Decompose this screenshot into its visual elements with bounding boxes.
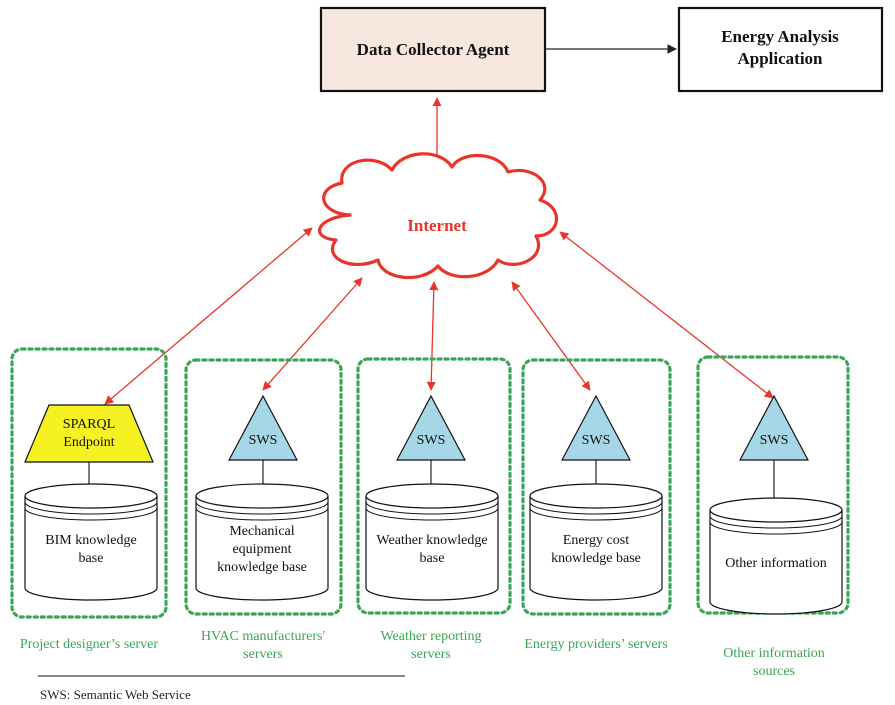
- group-label-weather-reporting: servers: [411, 647, 451, 662]
- sws-label: SWS: [760, 433, 789, 448]
- sws-triangle-icon: [561, 394, 631, 461]
- internet-other-connector: [559, 231, 774, 399]
- database-icon: [365, 483, 499, 509]
- data-collector-agent-label: Data Collector Agent: [357, 40, 510, 59]
- cylinder-rim: [529, 501, 663, 515]
- sws-label: SWS: [249, 433, 278, 448]
- cylinder-rim: [709, 515, 843, 529]
- knowledge-base-label: Mechanical: [229, 524, 294, 539]
- sws-label: SWS: [417, 433, 446, 448]
- knowledge-base-label: Other information: [725, 556, 826, 571]
- knowledge-base-label: Weather knowledge: [376, 533, 487, 548]
- group-label-other-information: sources: [753, 664, 795, 679]
- knowledge-base-cylinder-body: [24, 496, 158, 601]
- energy-analysis-application-label-line1: Energy Analysis: [721, 27, 839, 46]
- energy-analysis-application-label-line2: Application: [737, 49, 823, 68]
- internet-cloud: Internet: [318, 152, 559, 280]
- group-border-energy-providers: [521, 358, 672, 616]
- cylinder-rim: [365, 501, 499, 515]
- knowledge-base-cylinder-body: [709, 510, 843, 615]
- cylinder-rim: [709, 521, 843, 535]
- group-label-other-information: Other information: [723, 646, 824, 661]
- database-icon: [529, 483, 663, 509]
- knowledge-base-label: Energy cost: [563, 533, 629, 548]
- group-label-hvac-manufacturers: HVAC manufacturers': [201, 629, 325, 644]
- cylinder-rim: [24, 507, 158, 521]
- sparql-endpoint-label: Endpoint: [63, 435, 114, 450]
- knowledge-base-label: knowledge base: [217, 560, 307, 575]
- group-border-project-designer: [10, 347, 168, 619]
- internet-sparql-connector: [104, 227, 313, 405]
- knowledge-base-cylinder-body: [365, 496, 499, 601]
- database-icon: [709, 497, 843, 523]
- knowledge-base-label: base: [79, 551, 104, 566]
- sparql-endpoint-shape: [24, 404, 154, 463]
- knowledge-base-label: knowledge base: [551, 551, 641, 566]
- knowledge-base-cylinder-body: [195, 496, 329, 601]
- knowledge-base-cylinder-body: [529, 496, 663, 601]
- group-label-weather-reporting: Weather reporting: [380, 629, 481, 644]
- sparql-endpoint-label: SPARQL: [63, 417, 115, 432]
- knowledge-base-label: BIM knowledge: [45, 533, 136, 548]
- group-label-hvac-manufacturers: servers: [243, 647, 283, 662]
- group-border-weather-reporting: [356, 357, 512, 615]
- cylinder-rim: [195, 507, 329, 521]
- group-label-project-designer: Project designer’s server: [20, 637, 158, 652]
- sws-triangle-icon: [228, 394, 298, 461]
- internet-label: Internet: [407, 216, 467, 235]
- energy-analysis-application-rect: [677, 6, 884, 93]
- sws-label: SWS: [582, 433, 611, 448]
- cloud-icon: [318, 152, 559, 280]
- group-label-energy-providers: Energy providers’ servers: [524, 637, 667, 652]
- knowledge-base-label: equipment: [232, 542, 291, 557]
- cylinder-rim: [24, 501, 158, 515]
- cylinder-rim: [195, 501, 329, 515]
- sws-triangle-icon: [396, 394, 466, 461]
- group-border-hvac-manufacturers: [184, 358, 343, 616]
- energy-analysis-application-box: Energy Analysis Application: [677, 6, 884, 93]
- knowledge-base-label: base: [420, 551, 445, 566]
- internet-hvac-connector: [262, 277, 363, 391]
- cylinder-rim: [529, 507, 663, 521]
- data-collector-agent-box: Data Collector Agent: [319, 6, 547, 93]
- footnote-text: SWS: Semantic Web Service: [40, 687, 191, 702]
- cylinder-rim: [365, 507, 499, 521]
- internet-weather-connector: [426, 281, 439, 391]
- group-hvac-manufacturers: SWS Mechanical equipment knowledge baseHVAC…: [184, 358, 343, 662]
- database-icon: [24, 483, 158, 509]
- sws-triangle-icon: [739, 394, 809, 461]
- data-collector-agent-rect: [319, 6, 547, 93]
- database-icon: [195, 483, 329, 509]
